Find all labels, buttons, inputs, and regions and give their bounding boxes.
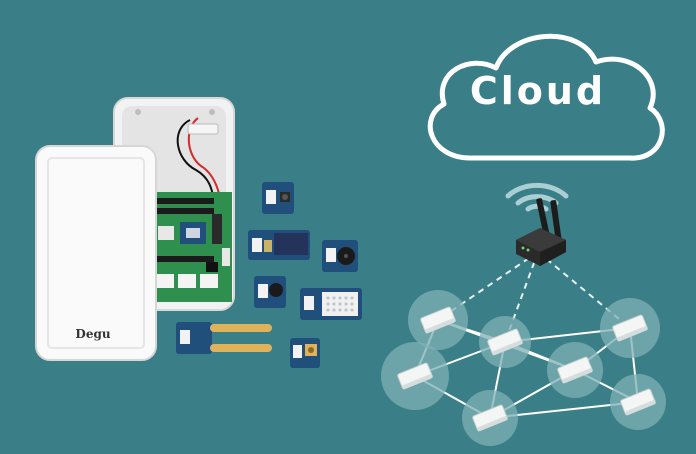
device-pcb: [152, 192, 232, 302]
temperature-humidity-module: [300, 288, 362, 320]
mesh-node: [610, 374, 666, 430]
mesh-node: [381, 342, 449, 410]
mesh-node: [462, 390, 518, 446]
wifi-signal-icon: [505, 182, 569, 212]
router-icon: [516, 198, 566, 266]
device-case-front: Degu: [35, 145, 157, 361]
mesh-nodes: [381, 290, 666, 446]
soil-moisture-sensor: [176, 322, 272, 354]
rotary-sensor-module: [290, 338, 320, 368]
mesh-node: [547, 342, 603, 398]
buzzer-module: [322, 240, 358, 272]
relay-module: [248, 230, 310, 260]
mesh-node: [600, 298, 660, 358]
cloud-label: Cloud: [470, 69, 606, 113]
mesh-node: [408, 290, 468, 350]
mesh-node: [479, 316, 531, 368]
light-sensor-module: [254, 276, 286, 308]
sensor-modules: [176, 182, 362, 368]
device-brand-logo: Degu: [75, 327, 110, 341]
cloud-icon: Cloud: [427, 33, 665, 161]
button-sensor-module: [262, 182, 294, 214]
